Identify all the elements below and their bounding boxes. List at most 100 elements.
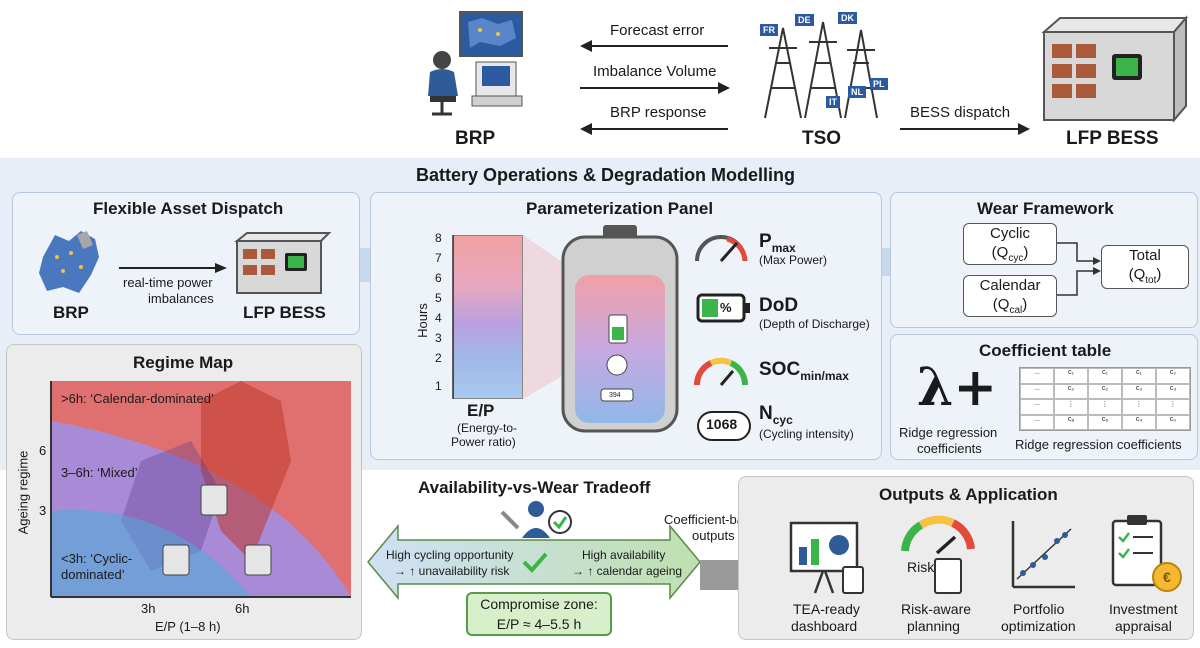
regime-xtick-6h: 6h [235,601,250,616]
imbalance-volume-label: Imbalance Volume [593,63,717,80]
battery-cell-illustration [561,225,679,433]
zone-calendar-label: >6h: ‘Calendar-dominated’ [61,391,214,406]
coef-cell: ... [1020,383,1054,399]
dispatch-title: Flexible Asset Dispatch [93,199,284,218]
dispatch-bess-container-illustration [234,232,332,294]
flag-de: DE [795,14,814,26]
ep-tick-8: 8 [435,231,442,245]
compromise-zone-box: Compromise zone: E/P ≈ 4–5.5 h [466,592,612,636]
cyclic-sub: cyc [1008,253,1024,264]
output-item-label-2b: planning [907,618,960,634]
ncyc-desc: (Cycling intensity) [759,427,854,441]
flag-pl: PL [870,78,888,90]
calendar-sub: cal [1009,305,1023,316]
soc-label: SOCmin/max [759,359,849,383]
coef-cell: c₃ [1156,383,1190,399]
output-item-label-2: Risk-aware [901,601,972,617]
forecast-error-label: Forecast error [610,22,705,39]
soc-main: SOC [759,359,801,380]
brp-operator-illustration [428,11,523,116]
pmax-desc: (Max Power) [759,253,828,267]
cyclic-label: Cyclic [990,225,1030,242]
coef-cell: c₄ [1122,414,1156,430]
flag-it: IT [826,96,840,108]
flag-dk: DK [838,12,857,24]
ep-axis-label: Hours [414,303,430,338]
flexible-asset-dispatch-panel: Flexible Asset Dispatch BRP real-time po… [12,192,360,335]
calendar-label: Calendar [979,277,1041,294]
europe-map-icon [39,231,99,293]
dod-label: DoD [759,295,799,316]
total-sub: tot [1145,275,1157,286]
compromise-zone-2: E/P ≈ 4–5.5 h [496,616,582,632]
ncyc-sub: cyc [772,412,793,427]
zone-cyclic-label-1: <3h: ‘Cyclic- [61,551,133,566]
coef-cell: c₂ [1088,383,1122,399]
ncyc-main: N [759,403,773,424]
output-item-label-3b: optimization [1001,618,1076,634]
ridge-left-1: Ridge regression [899,425,998,440]
coef-cell: c₂ [1054,383,1088,399]
outputs-panel: Outputs & Application Risk € TEA-ready d… [738,476,1194,640]
ep-tick-6: 6 [435,271,442,285]
tradeoff-double-arrow [367,523,701,601]
ep-tick-7: 7 [435,251,442,265]
lambda-symbol: λ+ [917,357,998,418]
coef-cell: ⋮ [1156,399,1190,415]
regime-map-panel: Regime Map >6h: ‘Calendar-dominated’ 3–6… [6,344,362,640]
coef-cell: ... [1020,399,1054,415]
ep-tick-3: 3 [435,331,442,345]
coef-cell: c₁ [1054,368,1088,384]
ep-label: E/P [467,401,495,420]
pmax-sub: max [771,240,796,255]
dispatch-bess-label: LFP BESS [243,303,326,322]
cyclic-q-open: (Q [991,244,1009,261]
ridge-left-2: coefficients [917,441,982,456]
coefficient-table-panel: Coefficient table λ+ Ridge regression co… [890,334,1198,460]
coef-title: Coefficient table [979,341,1112,360]
ep-gradient-bar [453,235,523,399]
output-item-label-3: Portfolio [1013,601,1065,617]
risk-word: Risk [907,559,935,575]
zone-mixed-label: 3–6h: ‘Mixed’ [61,465,138,480]
tradeoff-right-1: High availability [582,548,666,562]
dod-icon-text: % [720,300,732,315]
calendar-box: Calendar (Qcal) [963,275,1057,317]
top-lfp-bess-label: LFP BESS [1066,128,1159,149]
param-title: Parameterization Panel [526,199,714,218]
forecast-arrow-icon [580,40,728,52]
ncyc-counter-icon [697,411,751,441]
wear-title: Wear Framework [977,199,1114,218]
ncyc-label: Ncyc [759,403,793,427]
wear-connector-lines [1057,242,1101,296]
output-item-label-4b: appraisal [1115,618,1172,634]
parameterization-panel: Parameterization Panel 8 7 6 5 4 3 2 1 H… [370,192,882,460]
coef-cell: ⋮ [1054,399,1088,415]
dispatch-arrow-text-2: imbalances [148,291,214,306]
lfp-bess-container-illustration [1041,15,1189,123]
bess-dispatch-arrow-icon [900,123,1030,135]
dispatch-arrow-text-1: real-time power [123,275,213,290]
ridge-right: Ridge regression coefficients [1015,437,1182,452]
coef-cell: c₁ [1122,368,1156,384]
tradeoff-title: Availability-vs-Wear Tradeoff [418,478,651,497]
ep-tick-5: 5 [435,291,442,305]
soc-gauge-icon [693,357,749,386]
ep-tick-4: 4 [435,311,442,325]
total-label: Total [1129,247,1161,264]
total-box: Total (Qtot) [1101,245,1189,289]
coef-cell: cₐ [1054,414,1088,430]
coef-cell: c₂ [1156,368,1190,384]
pmax-main: P [759,231,772,252]
output-item-label-1: TEA-ready [793,601,860,617]
coef-cell: ⋮ [1088,399,1122,415]
risk-gauge-icon [901,515,975,594]
flag-fr: FR [760,24,778,36]
clipboard-coins-icon [1111,515,1182,592]
ep-tick-2: 2 [435,351,442,365]
scatter-plot-icon [1011,521,1075,589]
tradeoff-right-2: → ↑ calendar ageing [572,564,683,578]
outputs-title: Outputs & Application [879,485,1058,504]
coef-output-2: outputs [692,528,735,543]
output-item-label-4: Investment [1109,601,1178,617]
